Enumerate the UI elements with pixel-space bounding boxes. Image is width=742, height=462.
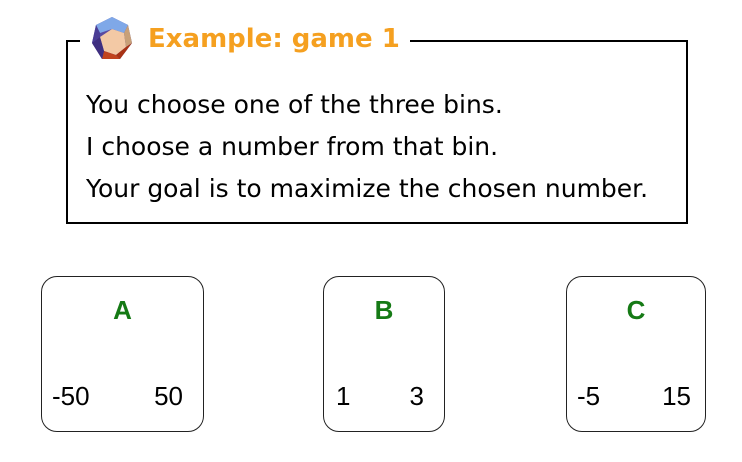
bin-a[interactable]: A -50 50 [41,276,204,432]
bin-a-high: 50 [154,381,183,411]
bin-c-low: -5 [577,381,601,411]
dodecahedron-icon [92,17,132,59]
bin-b-label: B [374,295,394,325]
bin-a-low: -50 [52,381,90,411]
example-line-3: Your goal is to maximize the chosen numb… [86,174,649,203]
example-line-2: I choose a number from that bin. [86,132,499,161]
example-block: You choose one of the three bins. I choo… [66,40,688,224]
bin-c[interactable]: C -5 15 [566,276,706,432]
example-body: You choose one of the three bins. I choo… [86,84,686,210]
example-line-1: You choose one of the three bins. [86,90,503,119]
bin-a-label: A [113,295,132,325]
bin-b[interactable]: B 1 3 [323,276,445,432]
bin-b-low: 1 [336,381,351,411]
bin-b-high: 3 [409,381,424,411]
example-title: Example: game 1 [148,24,400,54]
example-header: Example: game 1 [80,12,410,66]
bin-c-label: C [626,295,646,325]
bin-c-high: 15 [662,381,691,411]
